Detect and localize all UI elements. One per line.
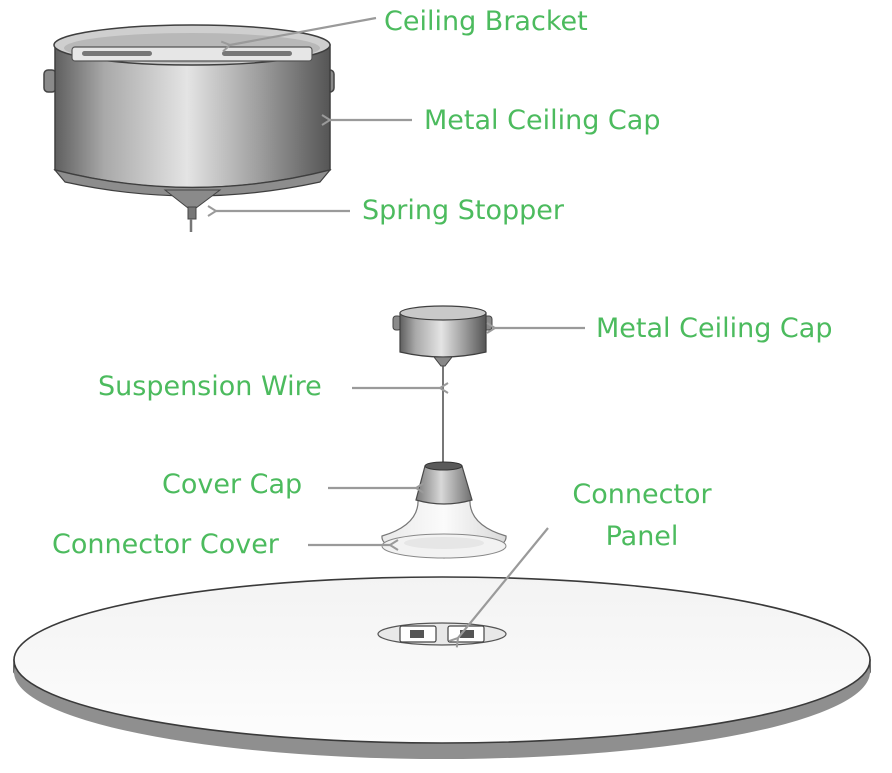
label-spring-stopper: Spring Stopper [362,195,564,226]
side-bolt-left [43,69,57,93]
cap-body [54,44,331,189]
panel-top [13,576,871,744]
leader-connector-panel [448,527,549,648]
ceiling-bracket [71,46,313,62]
cap-bottom-rim [53,168,332,197]
label-connector-panel-line2: Panel [605,521,679,552]
bracket-slot-left [82,51,152,56]
connector-terminal-left [410,630,424,638]
connector-cover-highlight [404,537,484,549]
label-connector-cover: Connector Cover [52,529,279,560]
label-ceiling-bracket: Ceiling Bracket [384,6,588,37]
large-ceiling-cap [43,24,335,232]
label-metal-ceiling-cap-small: Metal Ceiling Cap [596,313,833,344]
cover-cap-top [424,461,463,471]
canopy-panel [13,576,871,759]
label-connector-panel: Connector Panel [562,481,722,550]
spring-stopper [163,189,222,209]
cover-cap [415,465,473,505]
label-connector-panel-line1: Connector [572,479,712,510]
small-cap-stopper [432,356,454,367]
label-cover-cap: Cover Cap [162,469,303,500]
leader-lines [207,16,585,648]
label-suspension-wire: Suspension Wire [98,371,322,402]
bracket-slot-right [222,51,292,56]
label-metal-ceiling-cap-top: Metal Ceiling Cap [424,105,661,136]
connector-cover-assembly [381,461,507,559]
leader-ceiling-bracket [220,16,377,53]
small-cap-top [399,305,487,321]
panel-center-hole [377,622,507,646]
small-ceiling-cap [392,305,493,367]
connector-terminal-right [460,630,474,638]
stopper-neck [187,206,197,220]
